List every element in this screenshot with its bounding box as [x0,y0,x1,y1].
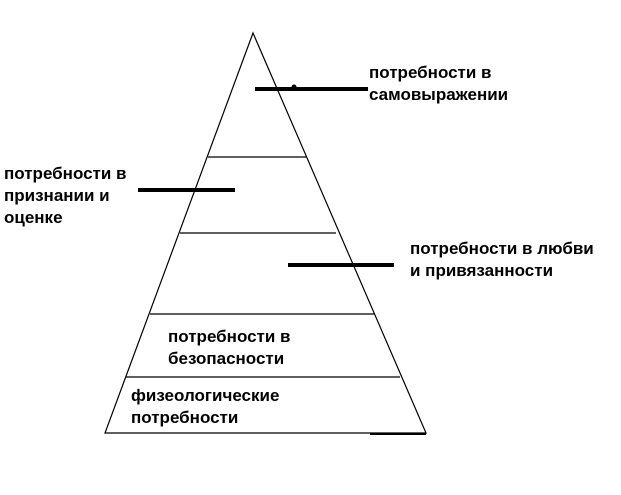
label-safety: потребности в безопасности [168,326,291,370]
label-physiological: физеологические потребности [131,385,279,429]
label-esteem-line3: оценке [4,208,63,227]
label-physiological-line2: потребности [131,408,239,427]
pointer-dot [291,84,297,90]
label-self-actualization: потребности в самовыражении [369,62,508,106]
label-physiological-line1: физеологические [131,386,280,405]
pyramid-outline [104,31,427,434]
label-esteem-line1: потребности в [4,164,127,183]
label-self-actualization-line2: самовыражении [369,85,509,104]
label-safety-line1: потребности в [168,327,291,346]
label-love-line2: и привязанности [410,261,554,280]
label-safety-line2: безопасности [168,349,285,368]
label-love: потребности в любви и привязанности [410,238,594,282]
label-esteem-line2: признании и [4,186,110,205]
label-love-line1: потребности в любви [410,239,594,258]
label-self-actualization-line1: потребности в [369,63,492,82]
label-esteem: потребности в признании и оценке [4,163,127,229]
